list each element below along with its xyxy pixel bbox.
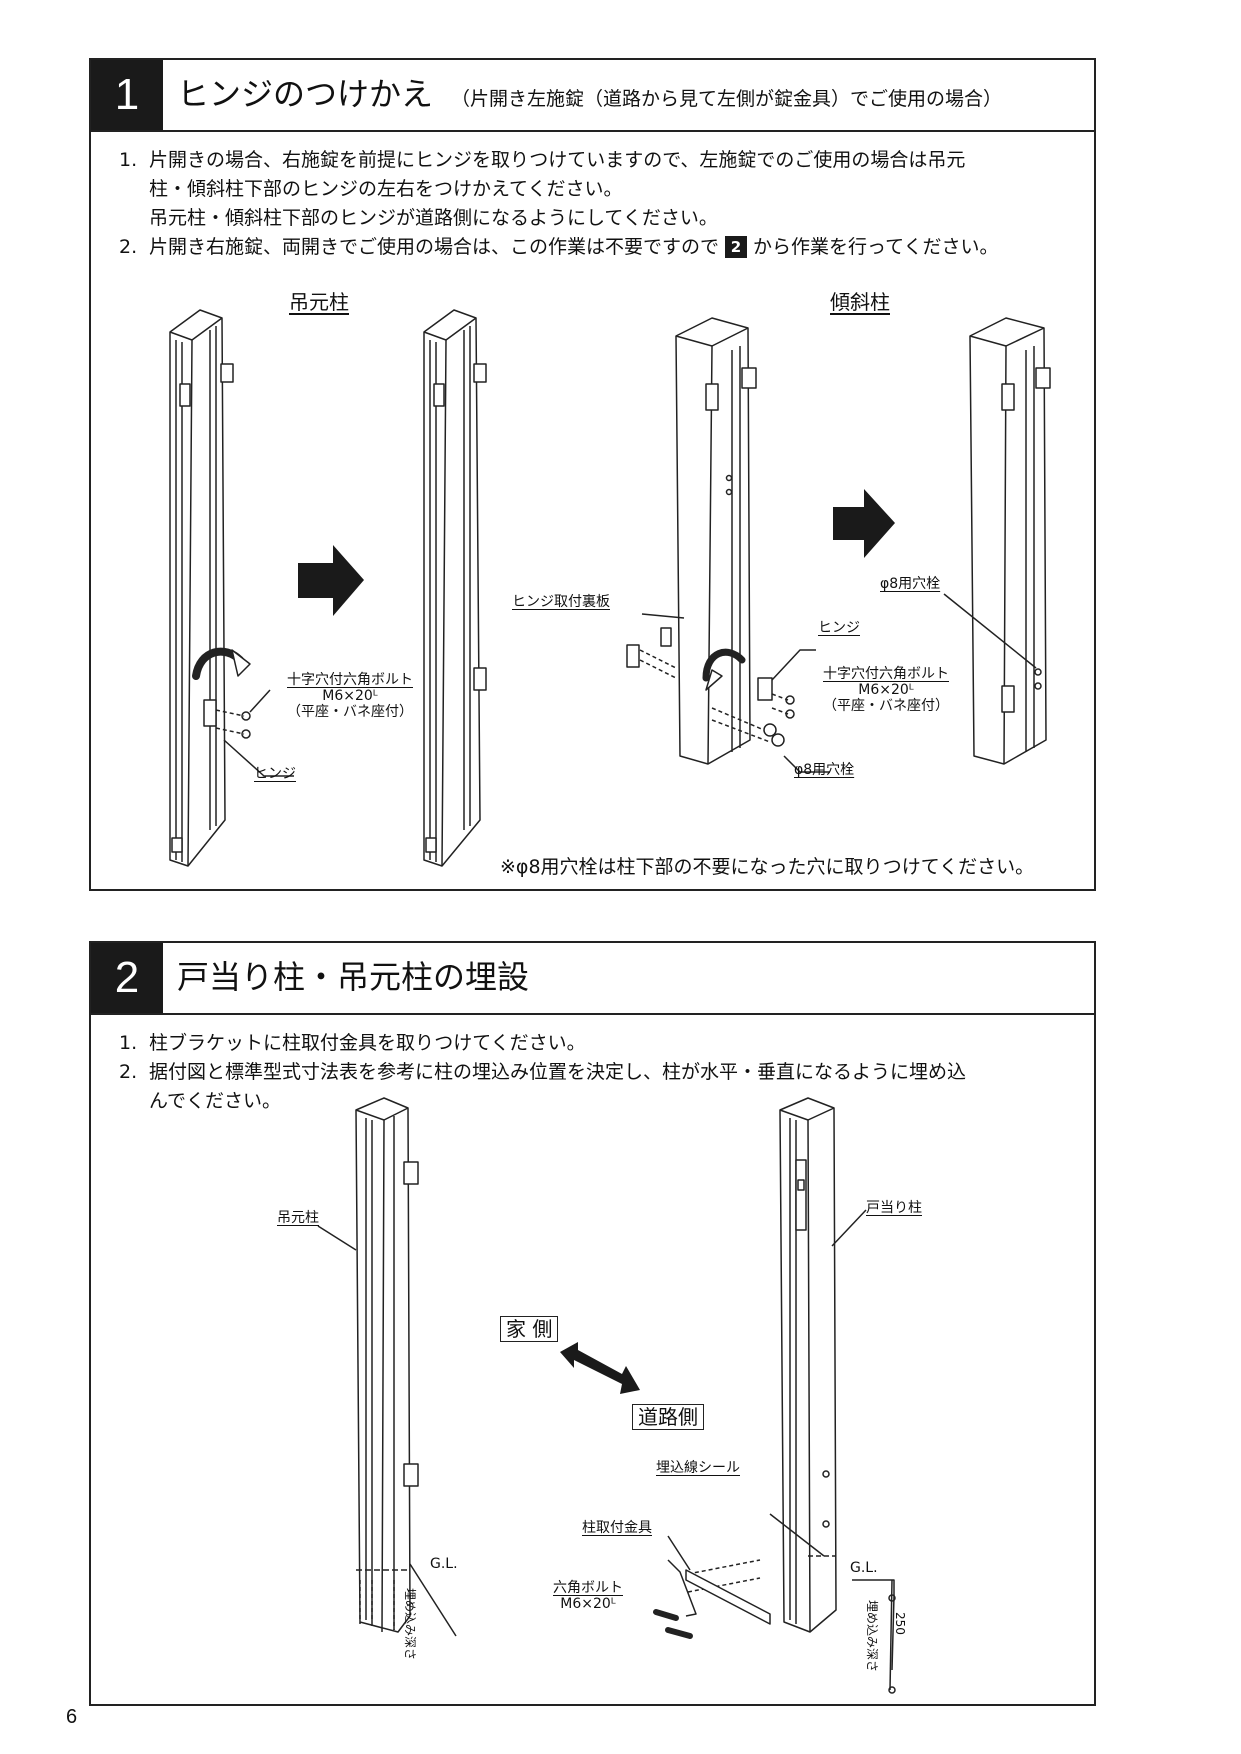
bolt-callout: 十字穴付六角ボルト M6×20ᴸ （平座・バネ座付） [816,666,956,714]
step-text-continued: 吊元柱・傾斜柱下部のヒンジが道路側になるようにしてください。 [149,207,718,229]
step-text: 片開きの場合、右施錠を前提にヒンジを取りつけていますので、左施錠でのご使用の場合… [149,149,966,171]
section-header: 1 ヒンジのつけかえ （片開き左施錠（道路から見て左側が錠金具）でご使用の場合） [91,60,1094,132]
instruction-item: 1. 柱ブラケットに柱取付金具を取りつけてください。 [119,1029,1079,1058]
embed-depth-label-right: 埋め込み深さ [865,1600,879,1673]
road-side-label: 道路側 [632,1404,704,1430]
section-title: 戸当り柱・吊元柱の埋設 [177,958,530,996]
hex-bolt-spec: M6×20ᴸ [560,1596,616,1612]
hole-plug-label: φ8用穴栓 [880,576,941,592]
figure-heading-slanted-post: 傾斜柱 [830,290,890,314]
ground-level-label-left: G.L. [430,1556,458,1572]
hole-plug-label: φ8用穴栓 [794,762,855,778]
section-subtitle: （片開き左施錠（道路から見て左側が錠金具）でご使用の場合） [451,88,1003,110]
bolt-washer-note: （平座・バネ座付） [287,704,413,720]
step-text: 据付図と標準型式寸法表を参考に柱の埋込み位置を決定し、柱が水平・垂直になるように… [149,1061,967,1083]
figure-heading-hanging-post: 吊元柱 [289,290,349,314]
step-text: 柱ブラケットに柱取付金具を取りつけてください。 [149,1032,586,1054]
embed-depth-value: 250 [893,1612,907,1635]
post-bracket-label: 柱取付金具 [582,1520,652,1536]
bolt-washer-note: （平座・バネ座付） [823,698,949,714]
step-number: 2. [119,236,138,258]
section-number: 2 [91,943,163,1013]
section-hinge-replacement: 1 ヒンジのつけかえ（片開き左施錠（道路から見て左側が錠金具）でご使用の場合） … [89,58,1096,891]
step-text-before: 片開き右施錠、両開きでご使用の場合は、この作業は不要ですので [149,236,720,258]
stop-post-label: 戸当り柱 [866,1200,922,1216]
section-post-embedding: 2 戸当り柱・吊元柱の埋設 1. 柱ブラケットに柱取付金具を取りつけてください。… [89,941,1096,1706]
step-number: 1. [119,149,138,171]
hinge-label: ヒンジ [254,766,296,782]
step-text-continued: んでください。 [149,1090,282,1112]
page-number: 6 [66,1706,78,1728]
hanging-post-label: 吊元柱 [277,1210,319,1226]
bolt-label: 十字穴付六角ボルト [287,672,413,688]
embed-depth-label-left: 埋め込み深さ [403,1588,417,1661]
section-reference-badge: 2 [725,236,748,258]
instruction-item: 1. 片開きの場合、右施錠を前提にヒンジを取りつけていますので、左施錠でのご使用… [119,146,1079,175]
bolt-label: 十字穴付六角ボルト [823,666,949,682]
bolt-spec: M6×20ᴸ [322,688,378,704]
instruction-list: 1. 片開きの場合、右施錠を前提にヒンジを取りつけていますので、左施錠でのご使用… [119,146,1079,262]
bolt-spec: M6×20ᴸ [858,682,914,698]
section-number: 1 [91,60,163,130]
hex-bolt-label: 六角ボルト [553,1580,623,1596]
section-title-text: ヒンジのつけかえ [177,75,434,113]
section-title: ヒンジのつけかえ （片開き左施錠（道路から見て左側が錠金具）でご使用の場合） [177,74,1002,119]
step-number: 1. [119,1032,138,1054]
hinge-backplate-label: ヒンジ取付裏板 [512,594,610,610]
step-text-continued: 柱・傾斜柱下部のヒンジの左右をつけかえてください。 [149,178,623,200]
step-number: 2. [119,1061,138,1083]
house-side-label: 家 側 [500,1316,559,1342]
hex-bolt-callout: 六角ボルト M6×20ᴸ [548,1580,628,1612]
embed-seal-label: 埋込線シール [656,1460,740,1476]
instruction-item: 2. 据付図と標準型式寸法表を参考に柱の埋込み位置を決定し、柱が水平・垂直になる… [119,1058,1079,1087]
instruction-list: 1. 柱ブラケットに柱取付金具を取りつけてください。 2. 据付図と標準型式寸法… [119,1029,1079,1116]
step-text-after: から作業を行ってください。 [753,236,999,258]
bolt-callout: 十字穴付六角ボルト M6×20ᴸ （平座・バネ座付） [280,672,420,720]
ground-level-label-right: G.L. [850,1560,878,1576]
hinge-label: ヒンジ [818,620,860,636]
hole-plug-note: ※φ8用穴栓は柱下部の不要になった穴に取りつけてください。 [500,856,1035,878]
section-header: 2 戸当り柱・吊元柱の埋設 [91,943,1094,1015]
